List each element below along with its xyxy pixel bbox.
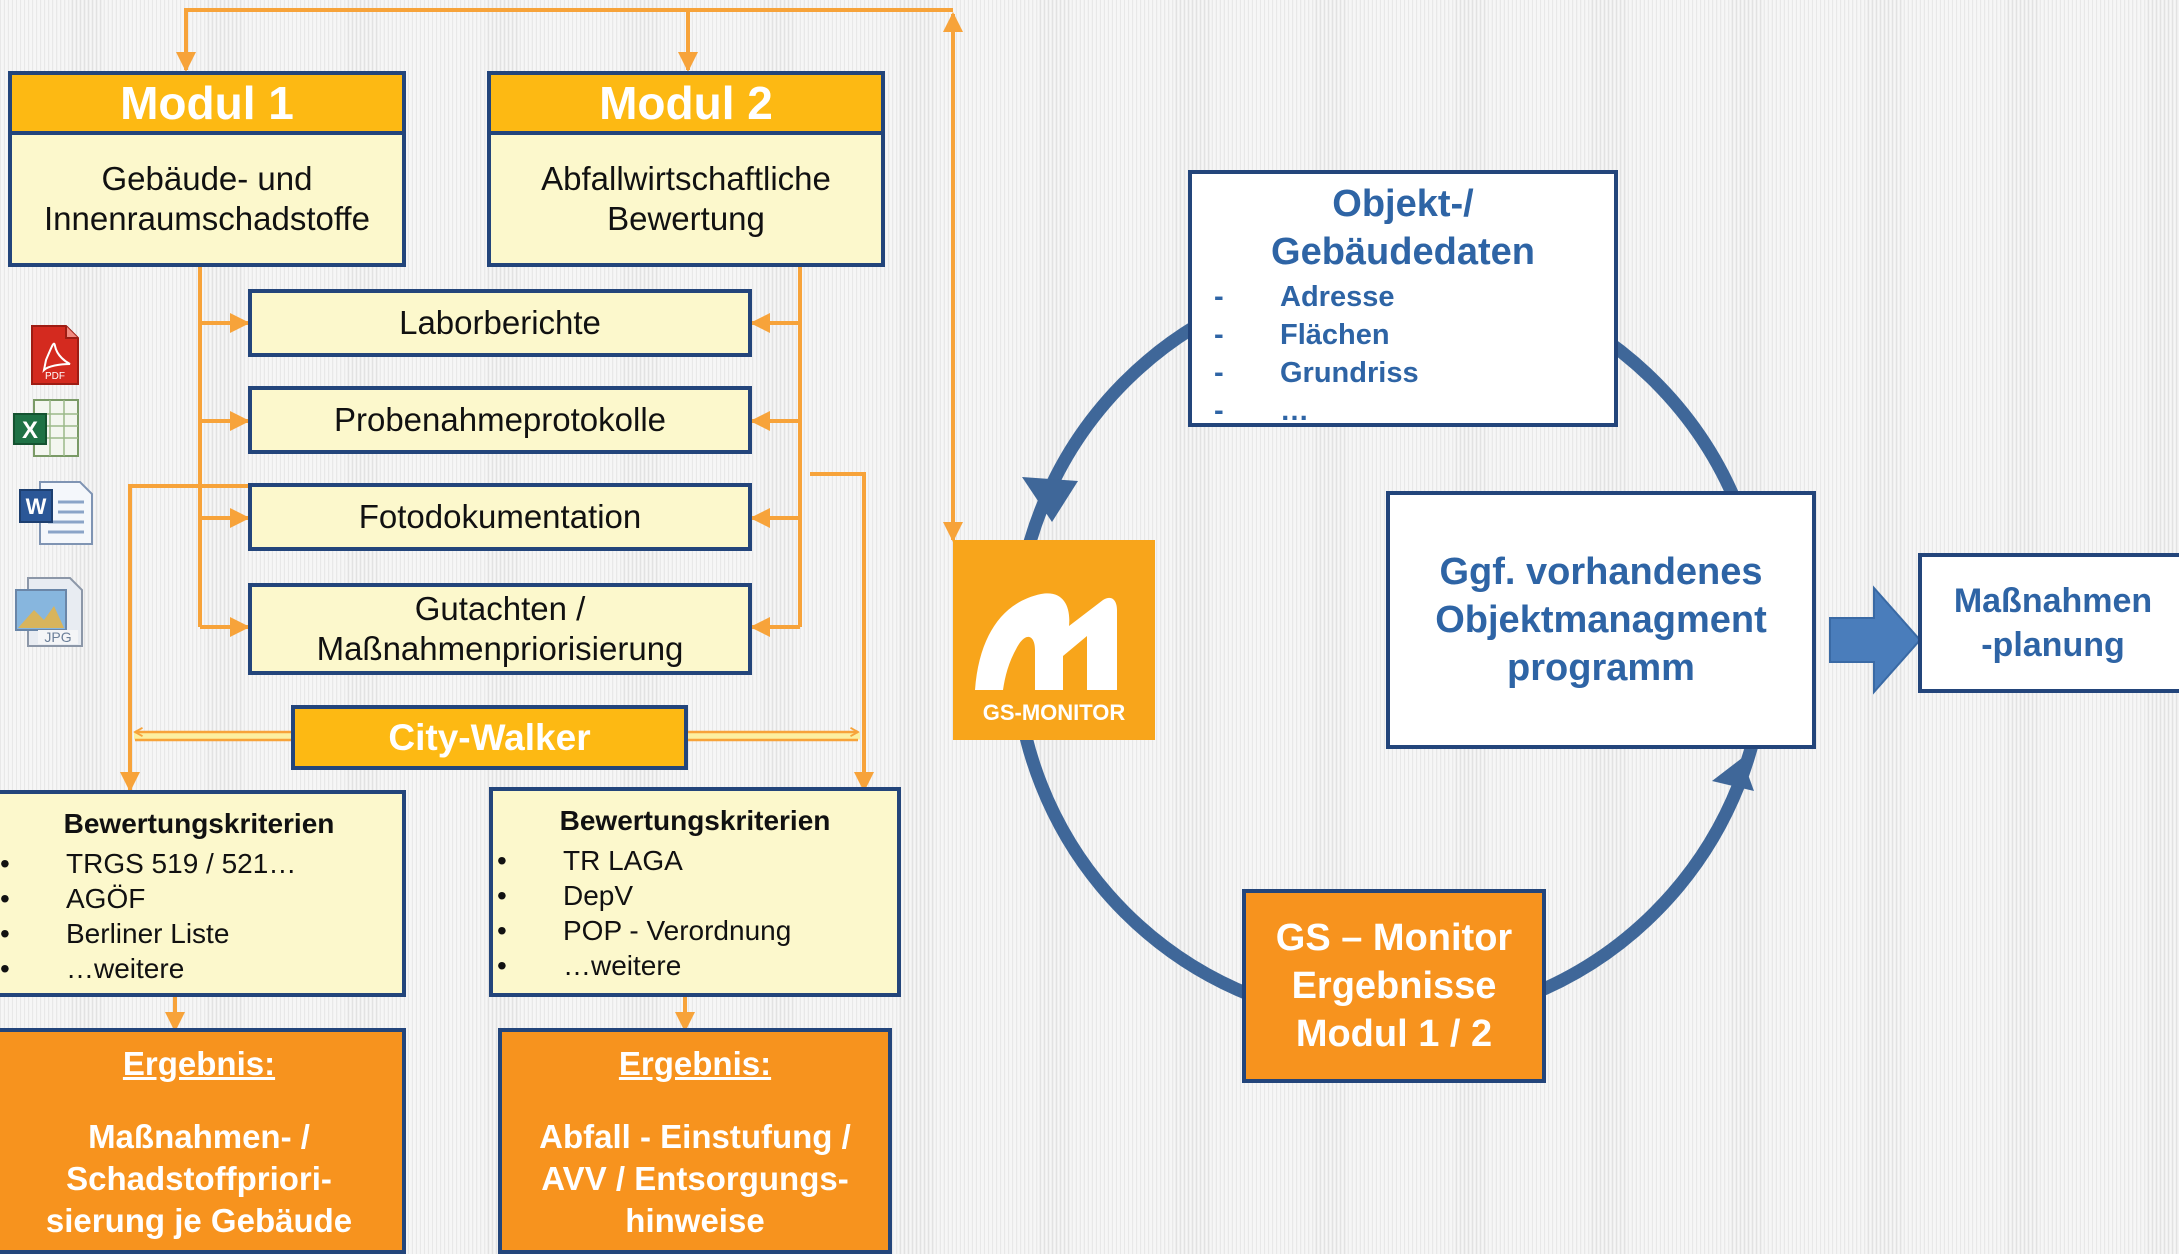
doc-fotodokumentation: Fotodokumentation [248, 483, 752, 551]
arrow-right-feed [810, 472, 874, 792]
object-data-item: -Adresse [1214, 281, 1395, 313]
object-data-item: -… [1214, 395, 1309, 427]
criteria-left-item: Berliner Liste [0, 916, 402, 951]
criteria-left-item: …weitere [0, 951, 402, 986]
doc-gutachten: Gutachten / Maßnahmenpriorisierung [248, 583, 752, 675]
gs-results-box: GS – Monitor Ergebnisse Modul 1 / 2 [1242, 889, 1546, 1083]
planning-box: Maßnahmen -planung [1918, 553, 2179, 693]
object-data-box: Objekt-/ Gebäudedaten -Adresse -Flächen … [1188, 170, 1618, 427]
arrow-to-modul1 [176, 8, 953, 72]
result-right: Ergebnis: Abfall - Einstufung / AVV / En… [498, 1028, 892, 1254]
criteria-right: Bewertungskriterien TR LAGA DepV POP - V… [489, 787, 901, 997]
criteria-right-item: TR LAGA [493, 843, 897, 878]
criteria-right-item: DepV [493, 878, 897, 913]
svg-text:W: W [26, 494, 47, 519]
modul2-body: Abfallwirtschaftliche Bewertung [487, 131, 885, 267]
object-data-item: -Grundriss [1214, 357, 1419, 389]
cycle-arrowhead-left [1022, 477, 1078, 522]
doc-probenahmeprotokolle: Probenahmeprotokolle [248, 386, 752, 454]
pdf-file-icon: PDF [30, 324, 80, 386]
criteria-right-item: …weitere [493, 948, 897, 983]
svg-text:JPG: JPG [44, 629, 71, 645]
criteria-right-item: POP - Verordnung [493, 913, 897, 948]
jpg-file-icon: JPG [14, 574, 86, 650]
gs-monitor-emblem-icon [975, 593, 1117, 690]
criteria-left: Bewertungskriterien TRGS 519 / 521… AGÖF… [0, 790, 406, 997]
word-file-icon: W [18, 478, 96, 548]
svg-text:PDF: PDF [45, 371, 65, 382]
svg-text:X: X [22, 417, 38, 444]
result-left: Ergebnis: Maßnahmen- / Schadstoffpriori-… [0, 1028, 406, 1254]
modul1-body: Gebäude- und Innenraumschadstoffe [8, 131, 406, 267]
cycle-arrowhead-right [1712, 758, 1754, 791]
city-walker-box: City-Walker [291, 705, 688, 770]
modul2-header: Modul 2 [487, 71, 885, 135]
gs-monitor-logo: GS-MONITOR [953, 540, 1155, 740]
block-arrow-to-planning [1829, 585, 1922, 695]
arrow-left-feed [120, 484, 248, 792]
criteria-left-item: TRGS 519 / 521… [0, 846, 402, 881]
excel-file-icon: X [12, 396, 84, 460]
criteria-left-item: AGÖF [0, 881, 402, 916]
object-data-item: -Flächen [1214, 319, 1390, 351]
object-management-box: Ggf. vorhandenes Objektmanagment program… [1386, 491, 1816, 749]
modul1-header: Modul 1 [8, 71, 406, 135]
doc-laborberichte: Laborberichte [248, 289, 752, 357]
